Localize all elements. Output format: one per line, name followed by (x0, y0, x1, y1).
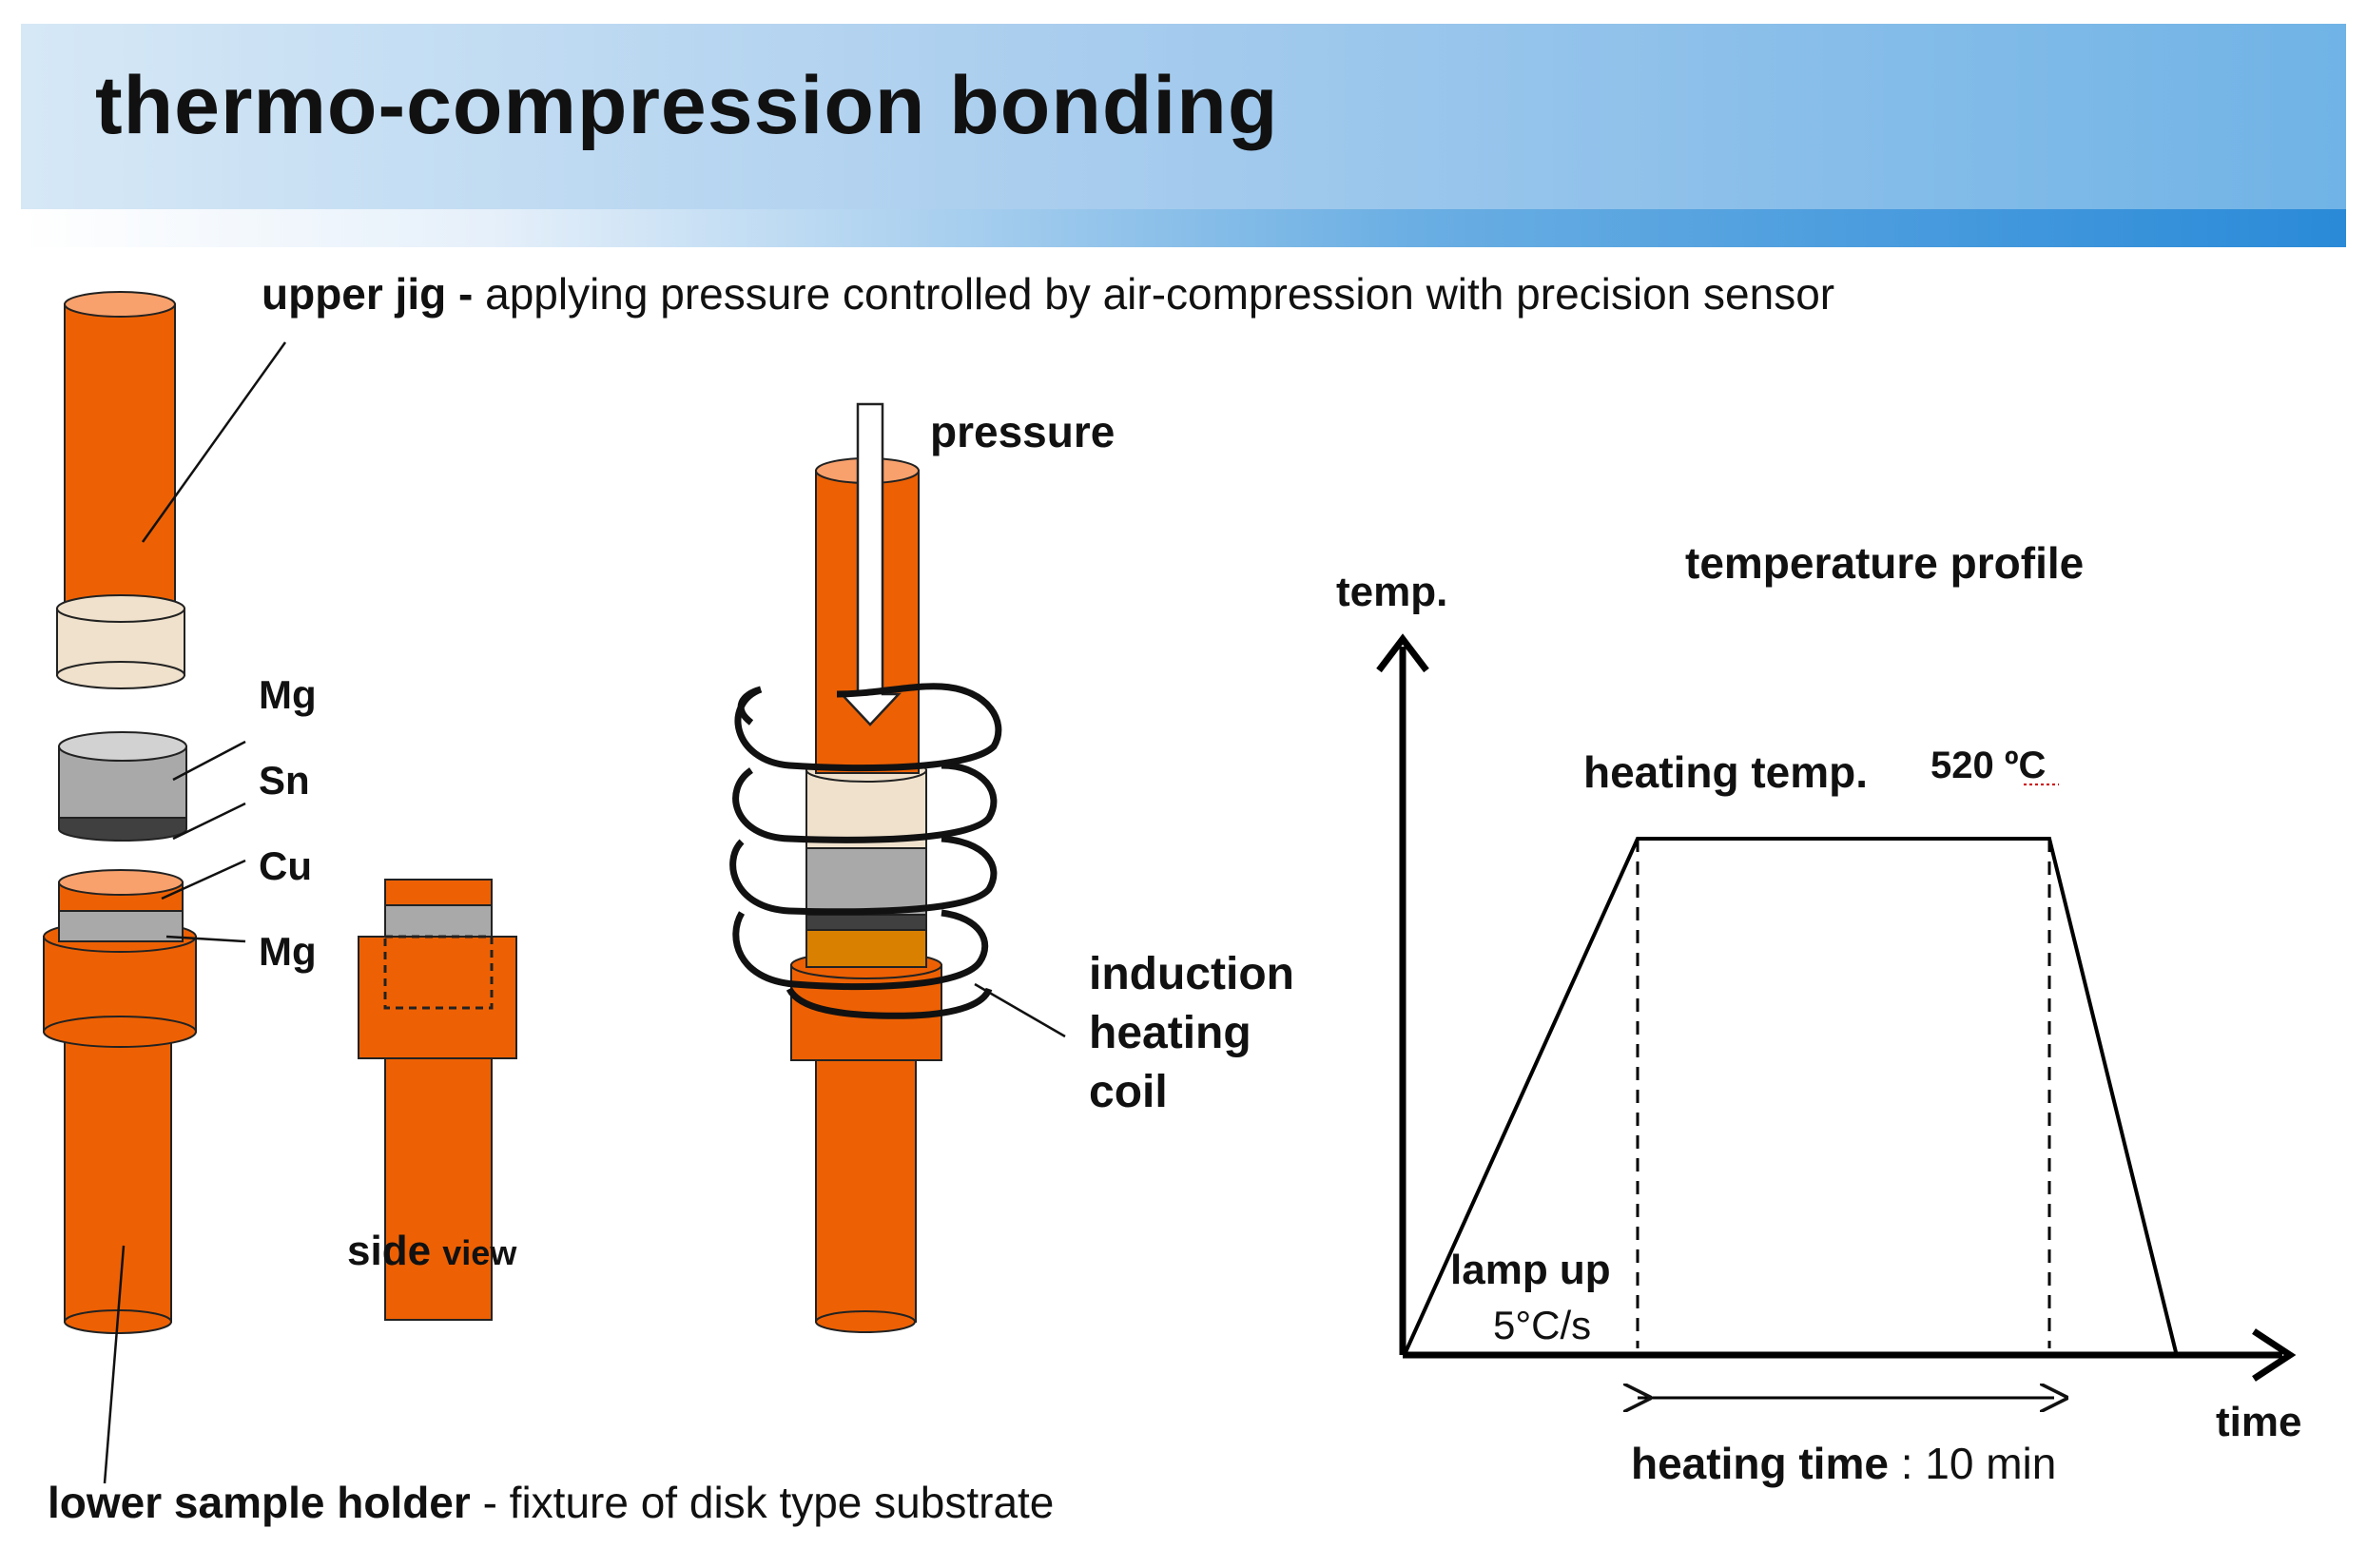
svg-text:side view: side view (347, 1228, 517, 1274)
profile-title: temperature profile (1685, 538, 2084, 588)
heating-temp-value: 520 ºC (1930, 745, 2046, 786)
upper-jig (56, 291, 185, 689)
ramp-rate: 5°C/s (1493, 1303, 1591, 1347)
svg-text:lower sample holder - fixture: lower sample holder - fixture of disk ty… (48, 1478, 1054, 1527)
title-banner-strip (21, 209, 2346, 247)
temperature-profile-chart (1376, 633, 2297, 1398)
svg-text:heating time : 10 min: heating time : 10 min (1631, 1439, 2056, 1488)
y-axis-arrow (1376, 633, 1429, 673)
coil-leader-line (974, 982, 1066, 1038)
lower-holder-description: - fixture of disk type substrate (471, 1478, 1055, 1527)
heating-temp-label: heating temp. (1583, 747, 1868, 797)
side-view-holder (358, 879, 517, 1321)
side-view-label-part1: side (347, 1228, 442, 1274)
heating-time-value: : 10 min (1889, 1439, 2056, 1488)
layer-label-mg-top: Mg (259, 672, 317, 717)
upper-jig-label: upper jig - (262, 269, 473, 319)
lower-holder-label: lower sample holder (48, 1478, 471, 1527)
profile-curve (1404, 837, 2178, 1353)
x-axis-arrow (2252, 1328, 2297, 1382)
pressure-label: pressure (930, 407, 1115, 456)
heating-time-label: heating time (1631, 1439, 1889, 1488)
coil-label-line2: heating (1089, 1008, 1251, 1058)
layer-label-cu: Cu (259, 843, 312, 888)
layer-label-sn: Sn (259, 758, 310, 803)
leader-lines-left (103, 341, 287, 1484)
upper-jig-description: applying pressure controlled by air-comp… (473, 269, 1834, 319)
svg-text:upper jig - applying pressure: upper jig - applying pressure controlled… (262, 269, 1834, 319)
layer-label-mg-bottom: Mg (259, 929, 317, 974)
mg-sn-disk (58, 731, 187, 842)
lower-holder-exploded (43, 869, 197, 1334)
side-view-label-part2: view (442, 1233, 517, 1272)
ramp-label: lamp up (1450, 1247, 1611, 1293)
induction-coil (729, 683, 1002, 1019)
coil-label-line1: induction (1089, 949, 1294, 999)
x-axis-label: time (2216, 1399, 2301, 1445)
slide-title: thermo-compression bonding (95, 60, 1279, 151)
y-axis-label: temp. (1336, 569, 1447, 615)
coil-label-line3: coil (1089, 1067, 1168, 1117)
